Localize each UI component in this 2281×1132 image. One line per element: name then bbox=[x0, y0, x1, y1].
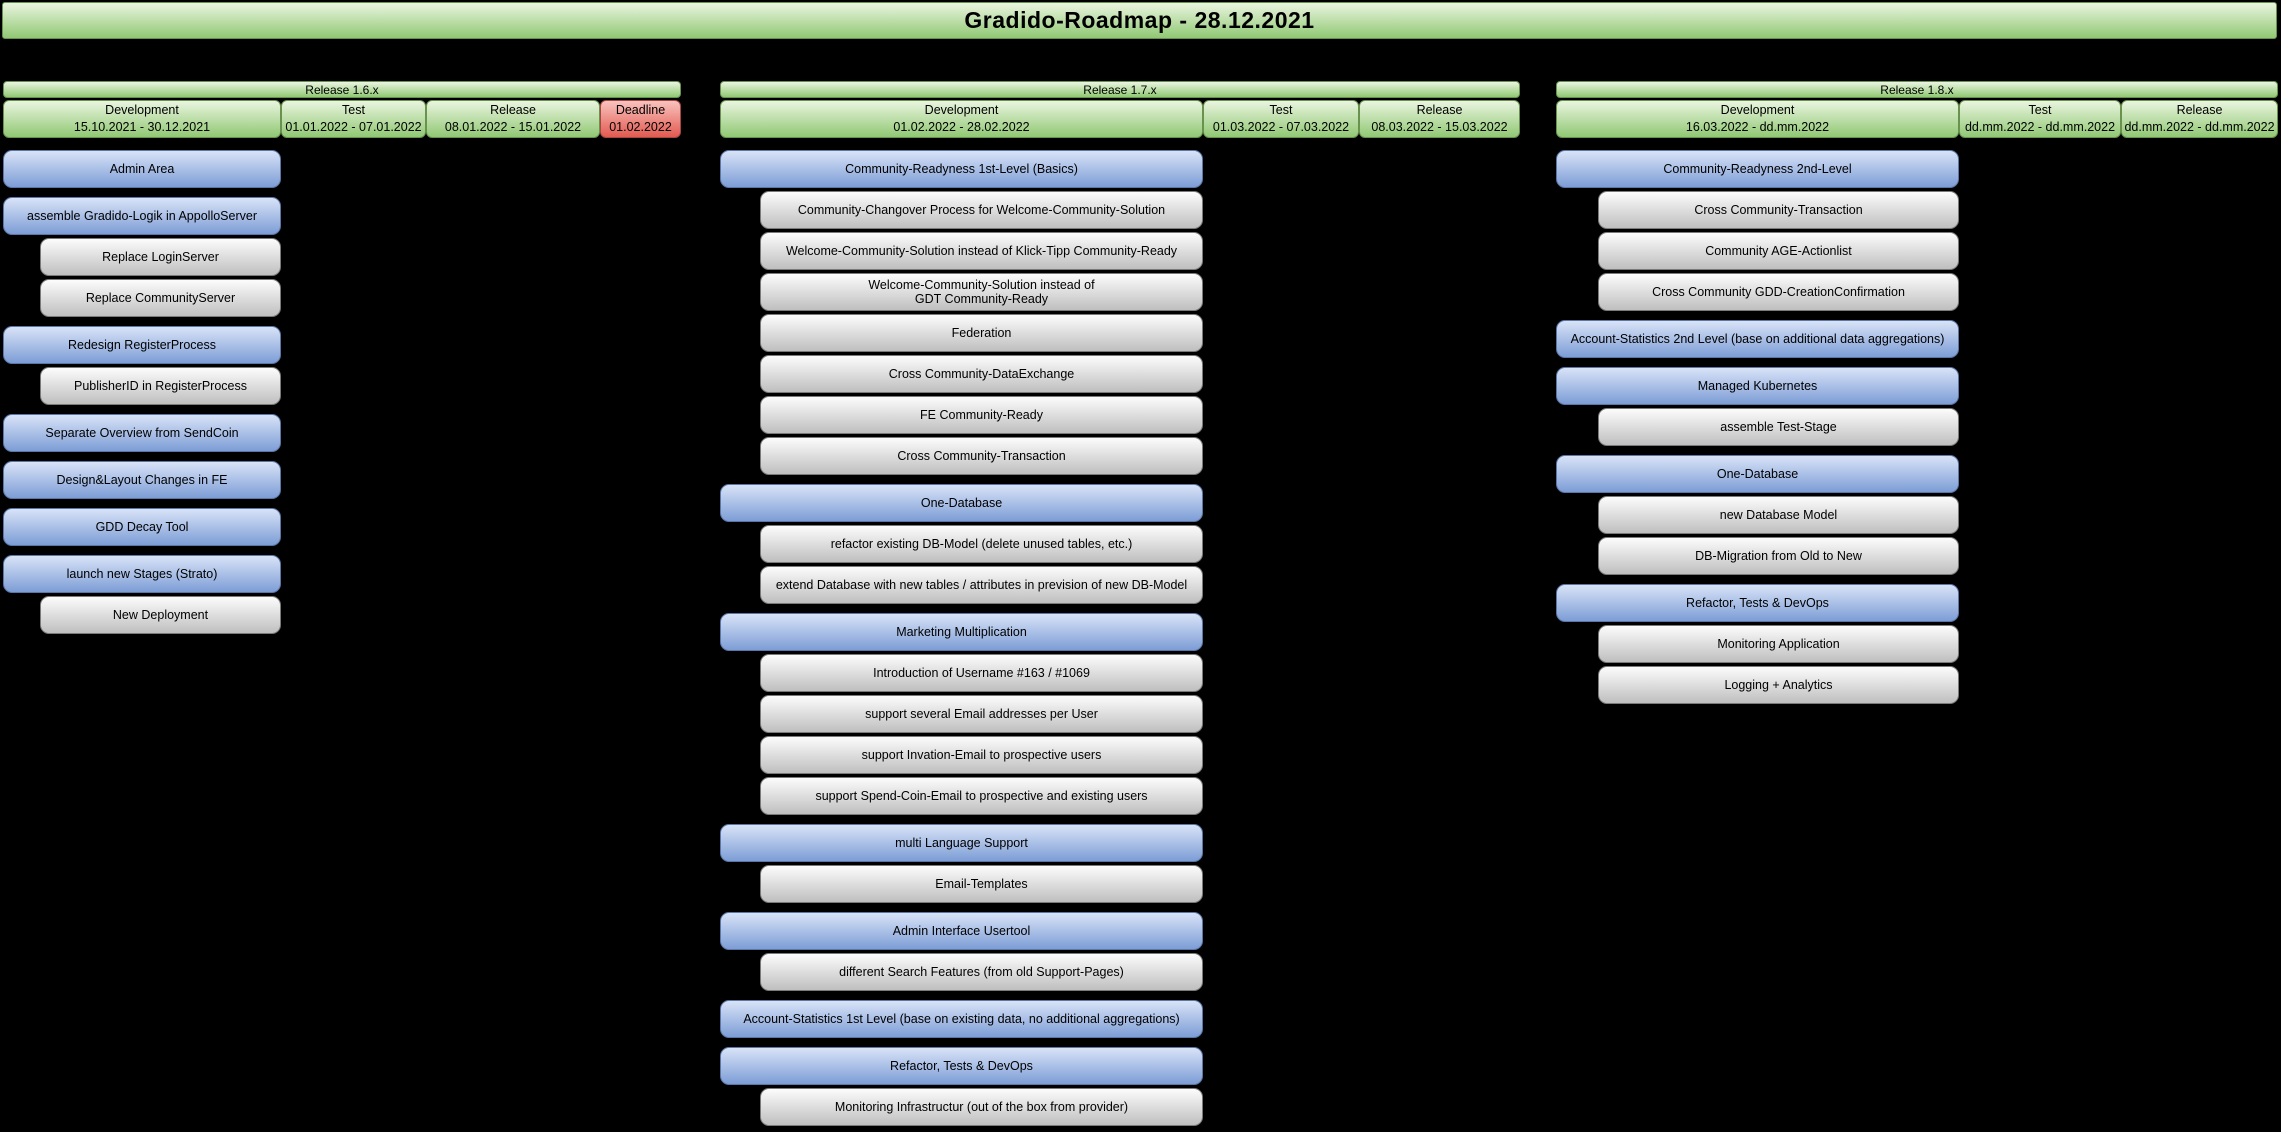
release-header: Release 1.7.x bbox=[720, 81, 1520, 98]
phase-release: Release 08.01.2022 - 15.01.2022 bbox=[426, 100, 600, 138]
phase-test: Test 01.03.2022 - 07.03.2022 bbox=[1203, 100, 1359, 138]
task-parent: Refactor, Tests & DevOps bbox=[1556, 584, 1959, 622]
phase-deadline: Deadline 01.02.2022 bbox=[600, 100, 681, 138]
phase-dates: dd.mm.2022 - dd.mm.2022 bbox=[1964, 120, 2116, 134]
phase-name: Development bbox=[1720, 103, 1795, 118]
task-parent: Marketing Multiplication bbox=[720, 613, 1203, 651]
phase-name: Development bbox=[105, 103, 179, 118]
task-parent: Managed Kubernetes bbox=[1556, 367, 1959, 405]
phase-dates: 15.10.2021 - 30.12.2021 bbox=[73, 120, 211, 134]
phase-dates: 08.01.2022 - 15.01.2022 bbox=[444, 120, 582, 134]
phase-dates: 01.02.2022 - 28.02.2022 bbox=[893, 120, 1030, 134]
task-parent: GDD Decay Tool bbox=[3, 508, 281, 546]
phase-test: Test 01.01.2022 - 07.01.2022 bbox=[281, 100, 426, 138]
phase-name: Test bbox=[342, 103, 365, 118]
task-child: new Database Model bbox=[1598, 496, 1959, 534]
phase-name: Release bbox=[2176, 103, 2223, 118]
task-parent: assemble Gradido-Logik in AppolloServer bbox=[3, 197, 281, 235]
task-child: Replace CommunityServer bbox=[40, 279, 281, 317]
phase-dates: 16.03.2022 - dd.mm.2022 bbox=[1685, 120, 1830, 134]
task-child: Monitoring Application bbox=[1598, 625, 1959, 663]
task-parent: multi Language Support bbox=[720, 824, 1203, 862]
task-child: Monitoring Infrastructur (out of the box… bbox=[760, 1088, 1203, 1126]
task-child: Cross Community-DataExchange bbox=[760, 355, 1203, 393]
task-parent: launch new Stages (Strato) bbox=[3, 555, 281, 593]
task-child: support Spend-Coin-Email to prospective … bbox=[760, 777, 1203, 815]
phase-test: Test dd.mm.2022 - dd.mm.2022 bbox=[1959, 100, 2121, 138]
task-parent: Admin Interface Usertool bbox=[720, 912, 1203, 950]
task-parent: Design&Layout Changes in FE bbox=[3, 461, 281, 499]
task-parent: Community-Readyness 2nd-Level bbox=[1556, 150, 1959, 188]
task-parent: Admin Area bbox=[3, 150, 281, 188]
task-child: PublisherID in RegisterProcess bbox=[40, 367, 281, 405]
task-child: Federation bbox=[760, 314, 1203, 352]
phase-development: Development 16.03.2022 - dd.mm.2022 bbox=[1556, 100, 1959, 138]
task-child: Email-Templates bbox=[760, 865, 1203, 903]
task-child: Cross Community-Transaction bbox=[1598, 191, 1959, 229]
task-child: Logging + Analytics bbox=[1598, 666, 1959, 704]
phase-row: Development 01.02.2022 - 28.02.2022 Test… bbox=[720, 100, 1520, 138]
task-list: Admin Area assemble Gradido-Logik in App… bbox=[3, 150, 681, 634]
task-child: assemble Test-Stage bbox=[1598, 408, 1959, 446]
phase-row: Development 16.03.2022 - dd.mm.2022 Test… bbox=[1556, 100, 2278, 138]
release-header: Release 1.6.x bbox=[3, 81, 681, 98]
phase-name: Development bbox=[924, 103, 999, 118]
task-child: support Invation-Email to prospective us… bbox=[760, 736, 1203, 774]
phase-development: Development 01.02.2022 - 28.02.2022 bbox=[720, 100, 1203, 138]
phase-row: Development 15.10.2021 - 30.12.2021 Test… bbox=[3, 100, 681, 138]
task-child: Introduction of Username #163 / #1069 bbox=[760, 654, 1203, 692]
phase-release: Release dd.mm.2022 - dd.mm.2022 bbox=[2121, 100, 2278, 138]
task-parent: Community-Readyness 1st-Level (Basics) bbox=[720, 150, 1203, 188]
phase-dates: 01.03.2022 - 07.03.2022 bbox=[1212, 120, 1350, 134]
task-parent: Separate Overview from SendCoin bbox=[3, 414, 281, 452]
phase-dates: 08.03.2022 - 15.03.2022 bbox=[1371, 120, 1508, 134]
task-list: Community-Readyness 1st-Level (Basics) C… bbox=[720, 150, 1520, 1126]
task-child: New Deployment bbox=[40, 596, 281, 634]
task-child: refactor existing DB-Model (delete unuse… bbox=[760, 525, 1203, 563]
task-child: Community AGE-Actionlist bbox=[1598, 232, 1959, 270]
task-child: Cross Community-Transaction bbox=[760, 437, 1203, 475]
task-list: Community-Readyness 2nd-Level Cross Comm… bbox=[1556, 150, 2278, 704]
release-1-7-column: Release 1.7.x Development 01.02.2022 - 2… bbox=[720, 81, 1520, 1126]
task-parent: Redesign RegisterProcess bbox=[3, 326, 281, 364]
task-child: Welcome-Community-Solution instead of Kl… bbox=[760, 232, 1203, 270]
phase-name: Release bbox=[1416, 103, 1463, 118]
phase-dates: 01.01.2022 - 07.01.2022 bbox=[285, 120, 422, 134]
task-child: different Search Features (from old Supp… bbox=[760, 953, 1203, 991]
task-child: Welcome-Community-Solution instead of GD… bbox=[760, 273, 1203, 311]
task-parent: One-Database bbox=[720, 484, 1203, 522]
phase-name: Deadline bbox=[615, 103, 666, 118]
task-parent: One-Database bbox=[1556, 455, 1959, 493]
page-title: Gradido-Roadmap - 28.12.2021 bbox=[2, 2, 2277, 39]
phase-name: Test bbox=[1269, 103, 1293, 118]
task-child: extend Database with new tables / attrib… bbox=[760, 566, 1203, 604]
task-child: Community-Changover Process for Welcome-… bbox=[760, 191, 1203, 229]
task-parent: Refactor, Tests & DevOps bbox=[720, 1047, 1203, 1085]
phase-development: Development 15.10.2021 - 30.12.2021 bbox=[3, 100, 281, 138]
task-child: Cross Community GDD-CreationConfirmation bbox=[1598, 273, 1959, 311]
release-header: Release 1.8.x bbox=[1556, 81, 2278, 98]
phase-release: Release 08.03.2022 - 15.03.2022 bbox=[1359, 100, 1520, 138]
phase-name: Test bbox=[2028, 103, 2052, 118]
task-child: support several Email addresses per User bbox=[760, 695, 1203, 733]
phase-dates: 01.02.2022 bbox=[609, 120, 672, 134]
release-1-8-column: Release 1.8.x Development 16.03.2022 - d… bbox=[1556, 81, 2278, 704]
task-child: Replace LoginServer bbox=[40, 238, 281, 276]
release-1-6-column: Release 1.6.x Development 15.10.2021 - 3… bbox=[3, 81, 681, 634]
task-parent: Account-Statistics 2nd Level (base on ad… bbox=[1556, 320, 1959, 358]
phase-dates: dd.mm.2022 - dd.mm.2022 bbox=[2124, 120, 2275, 134]
task-child: DB-Migration from Old to New bbox=[1598, 537, 1959, 575]
phase-name: Release bbox=[490, 103, 536, 118]
task-parent: Account-Statistics 1st Level (base on ex… bbox=[720, 1000, 1203, 1038]
task-child: FE Community-Ready bbox=[760, 396, 1203, 434]
